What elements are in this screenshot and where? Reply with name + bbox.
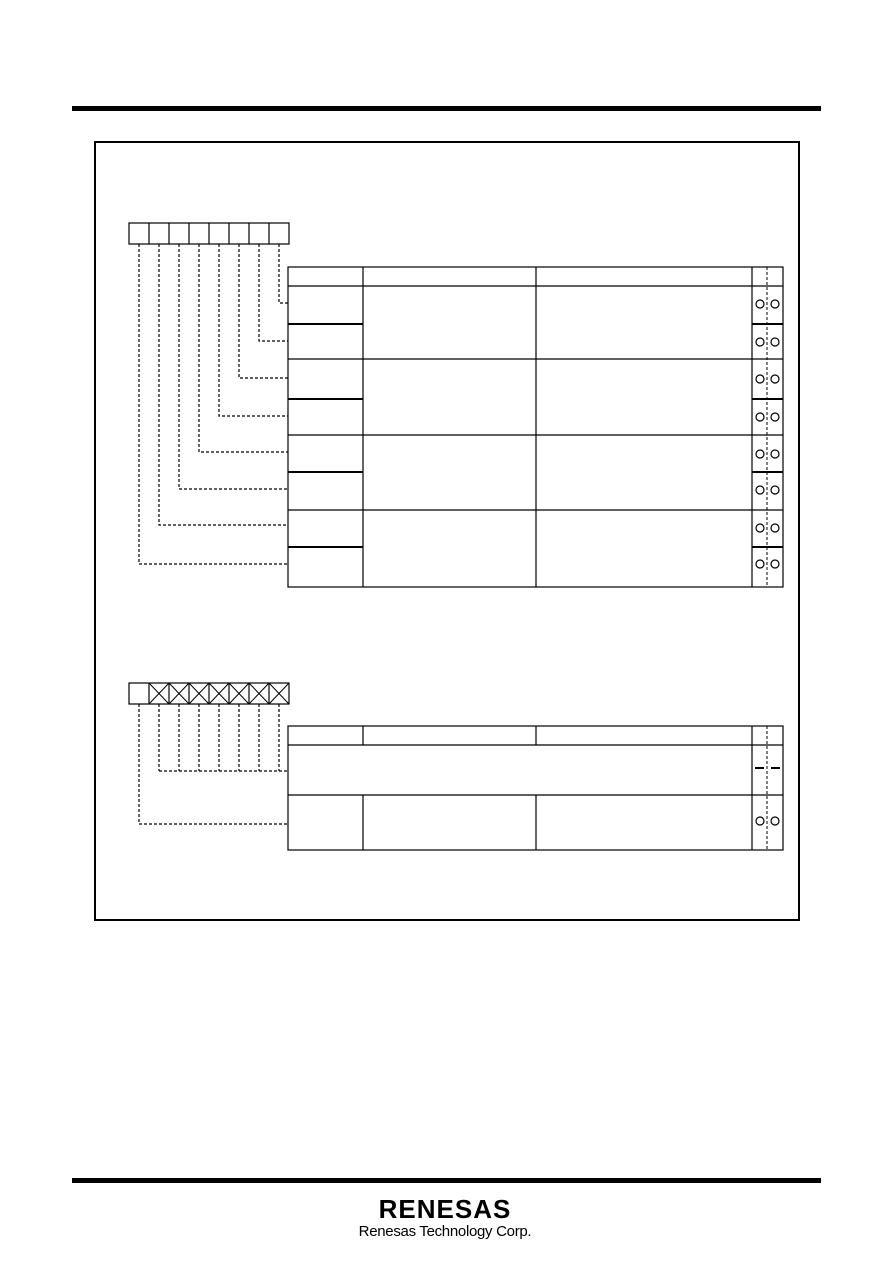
leader-bit4 <box>198 244 288 453</box>
register1-rw-marks <box>755 299 780 569</box>
figure-frame <box>94 141 800 921</box>
register2-table <box>287 725 784 851</box>
register1-leaders <box>138 244 288 565</box>
logo-wordmark: RENESAS <box>378 1194 512 1224</box>
header-rule <box>72 106 821 111</box>
register2-leaders <box>138 704 288 825</box>
leader-bit6 <box>158 244 288 526</box>
leader-bit5 <box>178 244 288 490</box>
register2-reserved-crosses <box>148 682 290 705</box>
leader-bit7 <box>138 244 288 565</box>
leader-reg2-bit7 <box>138 704 288 825</box>
register2-rw-marks <box>755 816 780 826</box>
register1-bit-boxes <box>128 222 290 245</box>
footer-rule <box>72 1178 821 1183</box>
register1-table <box>287 266 784 588</box>
leader-bit3 <box>218 244 288 417</box>
logo-company-name: Renesas Technology Corp. <box>358 1223 532 1240</box>
leader-bit0 <box>278 244 288 304</box>
register2-bit-boxes <box>128 682 290 705</box>
leader-bit2 <box>238 244 288 379</box>
leader-bit1 <box>258 244 288 342</box>
renesas-logo: RENESAS Renesas Technology Corp. <box>330 1195 560 1247</box>
